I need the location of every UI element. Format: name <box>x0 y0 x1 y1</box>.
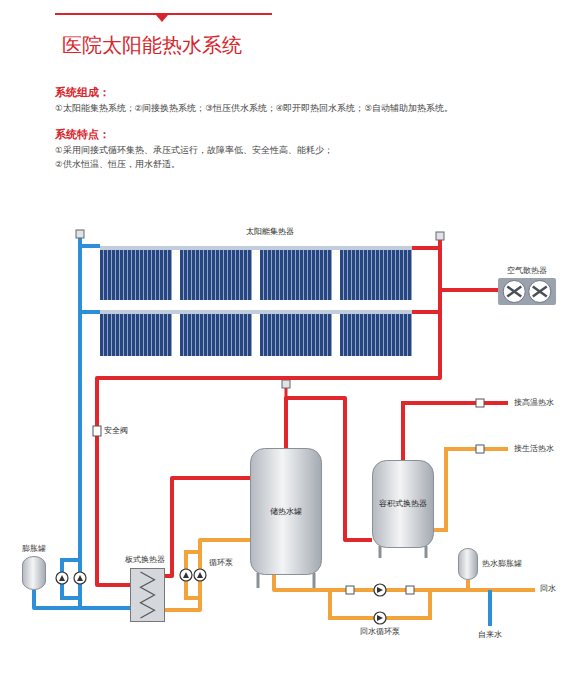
collector-panel <box>340 314 412 356</box>
description-text: ②供水恒温、恒压，用水舒适。 <box>55 159 180 170</box>
pipe-connector <box>165 540 250 610</box>
valve-symbol <box>476 445 484 453</box>
part-label: 回水 <box>540 584 556 594</box>
storage-tank: 储热水罐 <box>250 448 322 575</box>
cooler-body <box>498 278 556 305</box>
pump-symbol <box>377 587 383 593</box>
safety-valve <box>93 426 101 436</box>
domestic-outlet-pipe <box>434 449 508 530</box>
component-label: 热水膨胀罐 <box>482 559 522 569</box>
fan-blade <box>507 287 521 297</box>
collector-panel <box>260 314 332 356</box>
collector-panel <box>180 314 252 356</box>
hot-outlet-pipe <box>403 403 508 460</box>
valve-symbol <box>346 586 354 594</box>
component-shape <box>498 278 556 305</box>
component-shape <box>22 556 46 590</box>
page-title: 医院太阳能热水系统 <box>62 33 242 57</box>
pump-symbol <box>374 584 386 596</box>
plate-zigzag <box>141 572 155 618</box>
pump-symbol <box>180 569 192 581</box>
plate-exchanger: 板式换热器 <box>130 568 165 622</box>
pump-symbol <box>59 575 65 581</box>
part-label: 接生活热水 <box>514 444 554 454</box>
pump-symbol <box>183 572 189 578</box>
component-label: 储热水罐 <box>270 507 302 517</box>
pipe-connector <box>165 478 250 576</box>
volumetric-exchanger: 容积式换热器 <box>372 460 434 548</box>
component-label: 太阳能集热器 <box>246 227 294 237</box>
expansion-tank: 膨胀罐 <box>22 556 46 590</box>
description-text: ①采用间接式循环集热、承压式运行，故障率低、安全性高、能耗少； <box>55 145 333 156</box>
pipe-connector <box>80 246 130 608</box>
pump-symbol <box>77 575 83 581</box>
collector-panel <box>260 250 332 300</box>
header-rule <box>55 13 272 15</box>
pump-symbol <box>377 615 383 621</box>
air-vent <box>436 232 444 240</box>
part-label: 循环泵 <box>209 558 233 568</box>
fan-blade <box>533 287 547 297</box>
description-text: ①太阳能集热系统；②间接换热系统；③恒压供水系统；④即开即热回水系统；⑤自动辅助… <box>55 103 453 114</box>
collector-panel <box>100 314 172 356</box>
part-label: 接高温热水 <box>514 398 554 408</box>
section-heading: 系统组成： <box>55 86 110 100</box>
component-label: 板式换热器 <box>125 555 165 565</box>
tank-body <box>373 461 434 548</box>
pipe-connector <box>97 362 440 585</box>
valve-symbol <box>406 586 414 594</box>
component-label: 空气散热器 <box>507 266 547 276</box>
tank-body <box>23 557 46 590</box>
component-label: 容积式换热器 <box>379 499 427 509</box>
collector-panel <box>340 250 412 300</box>
component-label: 膨胀罐 <box>22 544 46 554</box>
tank-body <box>251 449 322 575</box>
exchanger-body <box>131 569 165 622</box>
collector-panel <box>180 250 252 300</box>
component-shape <box>458 548 478 580</box>
collector-header <box>100 246 412 250</box>
hot-pipe <box>412 240 445 362</box>
return-pipe <box>330 590 535 618</box>
air-cooler: 空气散热器 <box>498 278 556 305</box>
air-vent <box>282 380 290 388</box>
part-label: 回水循环泵 <box>360 627 400 637</box>
pump-symbol <box>56 572 68 584</box>
header-marker <box>156 15 168 22</box>
collector-header <box>100 310 412 314</box>
fan-symbol <box>503 281 525 303</box>
part-label: 自来水 <box>478 630 502 640</box>
pipe-connector <box>274 575 468 590</box>
valve-symbol <box>476 399 484 407</box>
collector-array: 太阳能集热器 <box>95 226 445 362</box>
pipe-connector <box>445 288 498 292</box>
part-label: 安全阀 <box>104 426 128 436</box>
pump-symbol <box>74 572 86 584</box>
expansion-tank: 热水膨胀罐 <box>458 548 478 580</box>
cold-pipe <box>80 238 100 312</box>
air-vent <box>76 230 84 238</box>
collector-panel <box>100 250 172 300</box>
pump-symbol <box>194 569 206 581</box>
section-heading: 系统特点： <box>55 128 110 142</box>
fan-symbol <box>529 281 551 303</box>
pipe-connector <box>34 590 130 608</box>
tap-water-pipe <box>488 590 492 626</box>
component-shape <box>130 568 165 622</box>
tank-body <box>459 549 478 580</box>
pump-symbol <box>197 572 203 578</box>
pump-symbol <box>374 612 386 624</box>
